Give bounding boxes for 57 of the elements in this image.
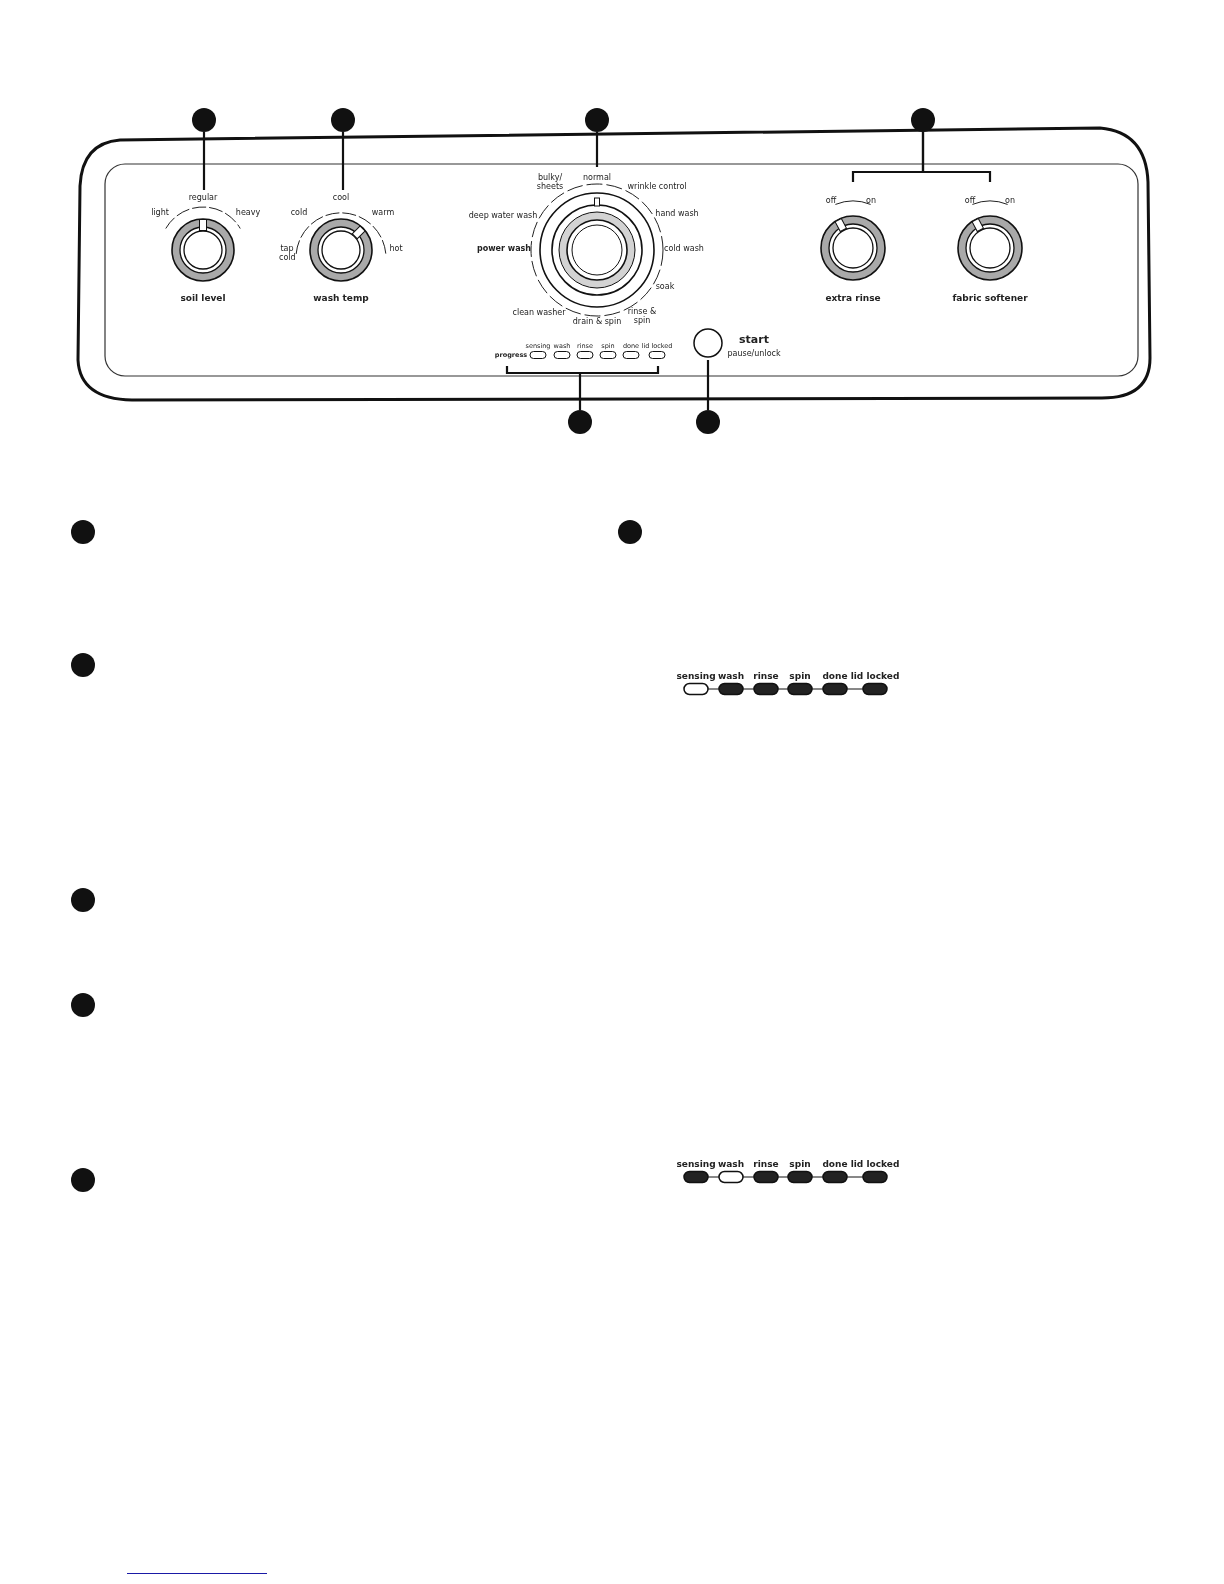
indicator-label: wash (717, 670, 745, 682)
indicator-label: sensing (676, 670, 716, 682)
indicator-label: done (822, 670, 848, 682)
callout-dot (618, 520, 642, 544)
callout-dot (192, 108, 216, 132)
callout-dot (696, 410, 720, 434)
setting-label: tap cold (279, 244, 295, 262)
knob-label: extra rinse (825, 293, 881, 303)
setting-label: deep water wash (468, 210, 538, 220)
leader-line (341, 132, 345, 190)
callout-dot (71, 1168, 95, 1192)
leader-line (595, 132, 599, 167)
setting-label: clean washer (512, 307, 566, 317)
setting-label: hand wash (655, 208, 699, 218)
indicator-label: lid locked (850, 1158, 900, 1170)
callout-dot (568, 410, 592, 434)
setting-label: soak (655, 281, 675, 291)
setting-label: normal (583, 172, 611, 182)
button-sublabel: pause/unlock (727, 348, 781, 358)
leader-bracket (921, 132, 992, 182)
setting-label: bulky/ sheets (535, 173, 565, 191)
indicator-label: rinse (753, 670, 779, 682)
indicator-label: spin (789, 670, 811, 682)
callout-dot (71, 888, 95, 912)
knob-label: soil level (180, 293, 226, 303)
indicator-label: sensing (676, 1158, 716, 1170)
indicator-label: wash (717, 1158, 745, 1170)
callout-dot (71, 653, 95, 677)
callout-dot (331, 108, 355, 132)
setting-label: power wash (477, 243, 531, 253)
callout-dot (71, 520, 95, 544)
callout-dot (71, 993, 95, 1017)
leader-line (202, 132, 206, 190)
leader-line (706, 360, 710, 410)
knob-label: wash temp (313, 293, 369, 303)
indicator-label: spin (789, 1158, 811, 1170)
setting-label: hot (389, 243, 403, 253)
setting-label: wrinkle control (627, 181, 687, 191)
indicator-label: rinse (753, 1158, 779, 1170)
setting-label: off (825, 195, 837, 205)
setting-label: heavy (235, 207, 261, 217)
setting-label: light (151, 207, 169, 217)
setting-label: on (866, 195, 876, 205)
knob-label: fabric softener (952, 293, 1028, 303)
setting-label: cool (332, 192, 350, 202)
indicator-label: done (822, 1158, 848, 1170)
button-label: start (739, 334, 769, 346)
setting-label: regular (188, 192, 218, 202)
leader-bracket (505, 364, 660, 412)
callout-dot (585, 108, 609, 132)
setting-label: rinse & spin (626, 307, 658, 325)
setting-label: off (964, 195, 976, 205)
setting-label: on (1005, 195, 1015, 205)
setting-label: warm (371, 207, 395, 217)
callout-dot (911, 108, 935, 132)
indicator-label: lid locked (850, 670, 900, 682)
setting-label: cold (290, 207, 308, 217)
